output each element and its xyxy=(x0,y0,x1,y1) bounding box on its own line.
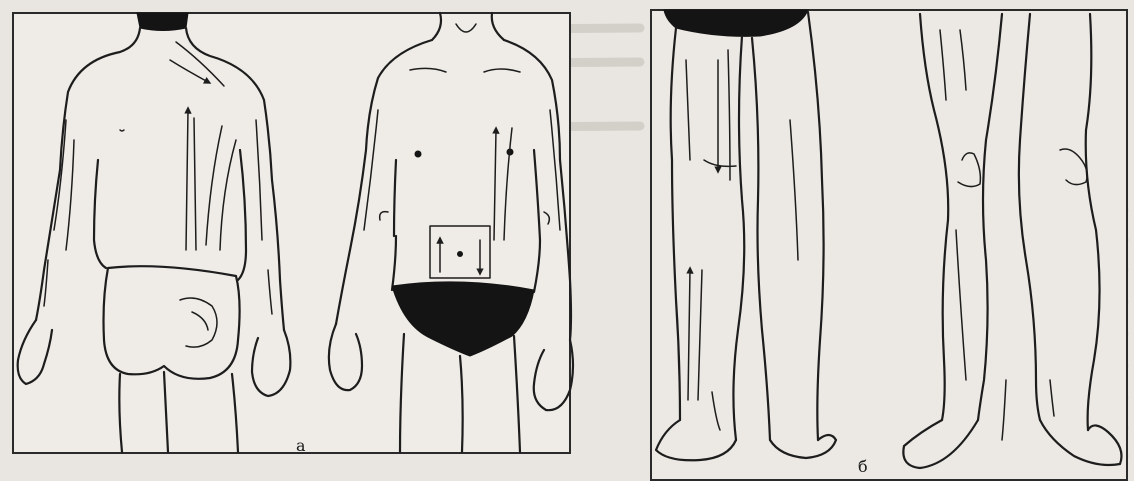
panel-a-label: а xyxy=(296,436,306,455)
panel-b-frame xyxy=(651,10,1127,480)
panel-a-frame xyxy=(13,13,570,453)
panel-b-label: б xyxy=(858,457,868,476)
